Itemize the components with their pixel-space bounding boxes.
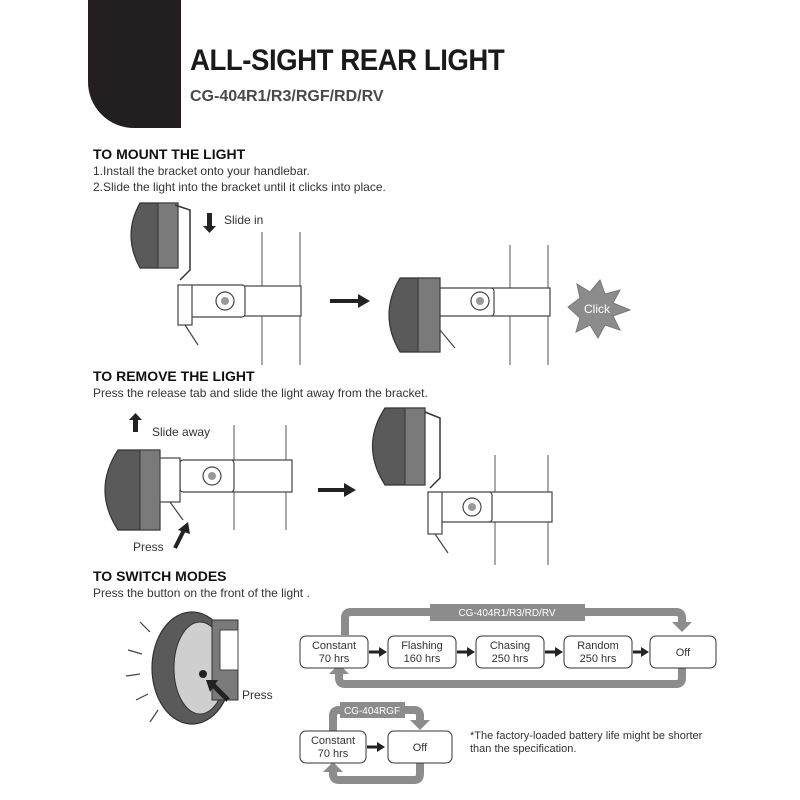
flow-step-off: Off [676,647,691,659]
mount-figure-after: Click [388,245,632,365]
flow-step-constant: Constant [312,640,356,652]
flow-step-flashing-runtime: 160 hrs [404,653,441,665]
modes-instruction: Press the button on the front of the lig… [93,586,310,600]
flow-rgf-step-off: Off [413,742,428,754]
remove-instruction: Press the release tab and slide the ligh… [93,386,428,400]
click-label: Click [584,302,611,316]
battery-note: *The factory-loaded battery life might b… [470,730,703,755]
slide-in-label: Slide in [224,213,264,227]
remove-figure-before [104,413,293,549]
mount-figure-before [130,202,302,365]
flow-step-random: Random [577,640,619,652]
mode-flow-main: CG-404R1/R3/RD/RV Constant 70 hrs Flashi… [299,604,717,688]
flow-rgf-step-constant: Constant [311,735,355,747]
flow-rgf-band-label: CG-404RGF [344,706,400,717]
remove-figure-after [371,407,553,565]
mount-step-1: 1.Install the bracket onto your handleba… [93,164,310,178]
press-label-modes: Press [242,688,273,702]
flow-step-constant-runtime: 70 hrs [319,653,350,665]
model-numbers: CG-404R1/R3/RGF/RD/RV [190,88,384,105]
flow-step-chasing-runtime: 250 hrs [492,653,529,665]
flow-main-band-label: CG-404R1/R3/RD/RV [458,608,555,619]
flow-step-chasing: Chasing [490,640,530,652]
modes-heading: TO SWITCH MODES [93,568,227,584]
mount-step-2: 2.Slide the light into the bracket until… [93,180,386,194]
press-label-remove: Press [133,540,164,554]
header-tab [88,0,181,128]
mode-flow-rgf: CG-404RGF Constant 70 hrs Off [299,702,453,784]
flow-rgf-step-constant-runtime: 70 hrs [318,748,349,760]
flow-step-flashing: Flashing [401,640,443,652]
mode-switch-figure [125,611,239,725]
flow-step-random-runtime: 250 hrs [580,653,617,665]
mount-heading: TO MOUNT THE LIGHT [93,146,246,162]
slide-away-label: Slide away [152,425,211,439]
remove-heading: TO REMOVE THE LIGHT [93,368,255,384]
page-title: ALL-SIGHT REAR LIGHT [190,44,505,77]
click-burst [567,279,632,340]
